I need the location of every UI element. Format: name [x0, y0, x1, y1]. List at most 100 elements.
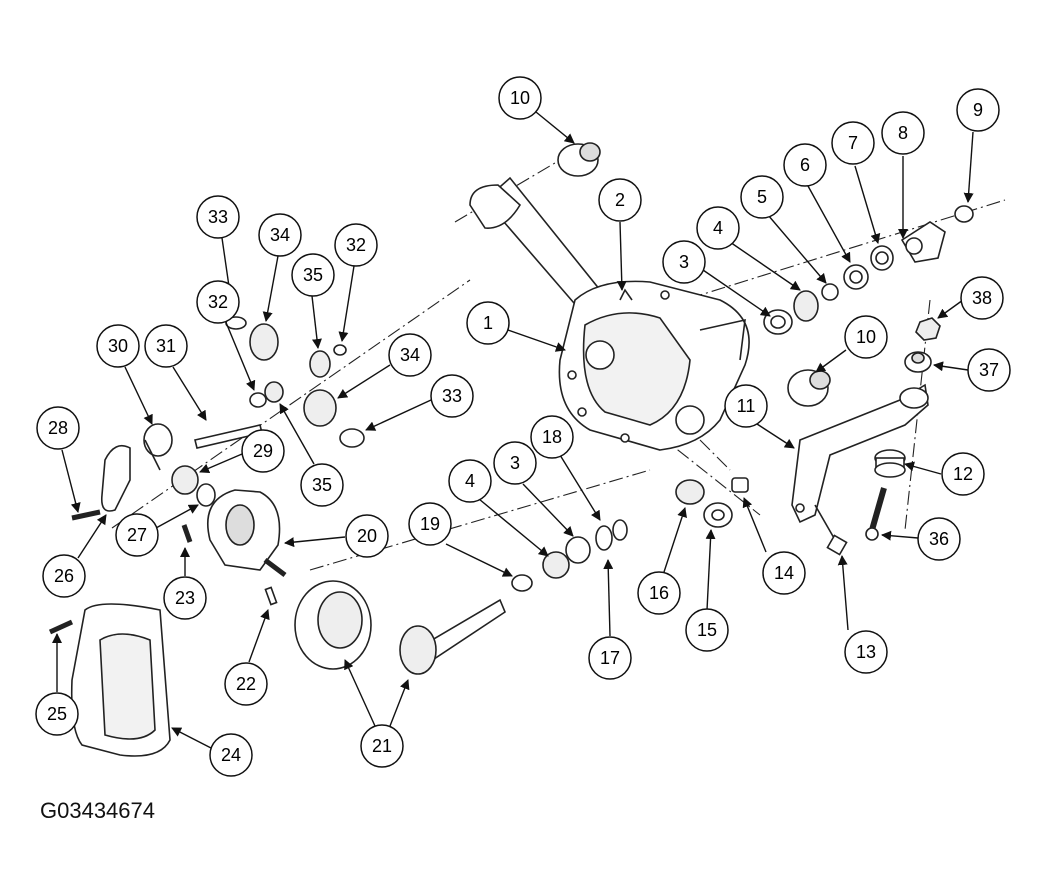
leader-lines	[52, 111, 974, 749]
svg-text:14: 14	[774, 563, 794, 583]
svg-text:9: 9	[973, 100, 983, 120]
callout-24: 24	[209, 733, 253, 777]
leader-10a	[535, 111, 575, 144]
svg-text:1: 1	[483, 313, 493, 333]
figure-code: G03434674	[40, 798, 155, 823]
leader-17	[603, 559, 614, 637]
callout-34a: 34	[258, 213, 302, 257]
svg-text:24: 24	[221, 745, 241, 765]
leader-9	[963, 131, 974, 203]
callout-31: 31	[144, 324, 188, 368]
svg-text:32: 32	[208, 292, 228, 312]
callout-17: 17	[588, 636, 632, 680]
svg-text:3: 3	[679, 252, 689, 272]
leader-32b	[338, 265, 355, 342]
callout-4b: 4	[448, 459, 492, 503]
callout-22: 22	[224, 662, 268, 706]
svg-text:13: 13	[856, 642, 876, 662]
callout-33a: 33	[196, 195, 240, 239]
leader-11	[756, 423, 795, 449]
leader-7	[854, 165, 881, 244]
nut-38	[915, 317, 941, 341]
bearing-29	[171, 465, 199, 495]
callout-8: 8	[881, 111, 925, 155]
svg-text:31: 31	[156, 336, 176, 356]
leader-31	[172, 366, 207, 421]
svg-text:35: 35	[303, 265, 323, 285]
insulator-37	[904, 351, 932, 373]
leader-18	[559, 454, 601, 521]
leader-34b	[337, 364, 391, 399]
callout-5: 5	[740, 175, 784, 219]
leader-37	[933, 361, 969, 372]
leader-14	[742, 497, 767, 553]
svg-text:34: 34	[270, 225, 290, 245]
callouts: 1 2 3 3 4 4 5 6 7 8 9 10 10 11 12 13 14 …	[35, 76, 1011, 777]
leader-36	[881, 530, 919, 541]
leader-26	[77, 514, 107, 559]
svg-text:10: 10	[510, 88, 530, 108]
svg-text:19: 19	[420, 514, 440, 534]
pinion-gear-35-upper	[309, 350, 331, 378]
leader-4a	[726, 239, 801, 291]
mount-bracket	[791, 383, 929, 524]
callout-4a: 4	[696, 206, 740, 250]
leader-22	[248, 609, 270, 663]
ring-gear	[294, 580, 372, 670]
callout-10a: 10	[498, 76, 542, 120]
side-gear-34-lower	[303, 389, 337, 427]
callout-3a: 3	[662, 240, 706, 284]
svg-text:8: 8	[898, 123, 908, 143]
leader-19	[445, 543, 513, 577]
pin-22	[264, 586, 278, 606]
drive-pinion	[399, 598, 506, 675]
leader-21a	[344, 659, 376, 727]
bushing-upper	[557, 142, 601, 177]
svg-text:33: 33	[442, 386, 462, 406]
washer-32-left	[249, 392, 267, 408]
svg-text:18: 18	[542, 427, 562, 447]
callout-23: 23	[163, 576, 207, 620]
svg-text:33: 33	[208, 207, 228, 227]
svg-text:2: 2	[615, 190, 625, 210]
svg-text:23: 23	[175, 588, 195, 608]
leader-33b	[365, 399, 432, 431]
leader-6	[807, 185, 851, 263]
svg-text:30: 30	[108, 336, 128, 356]
washer-14	[731, 477, 749, 493]
leader-15	[705, 529, 716, 611]
svg-text:15: 15	[697, 620, 717, 640]
svg-text:37: 37	[979, 360, 999, 380]
svg-text:17: 17	[600, 648, 620, 668]
pinion-bearing-stack	[763, 205, 974, 335]
leader-20	[284, 536, 346, 548]
leader-35a	[311, 295, 322, 349]
washer-32-right	[333, 344, 347, 356]
leader-3b	[522, 483, 574, 537]
callout-35a: 35	[291, 253, 335, 297]
svg-text:6: 6	[800, 155, 810, 175]
leader-24	[171, 727, 212, 749]
callout-21: 21	[360, 724, 404, 768]
callout-10b: 10	[844, 315, 888, 359]
callout-36: 36	[917, 517, 961, 561]
bushing-right	[787, 369, 831, 407]
callout-29: 29	[241, 429, 285, 473]
callout-13: 13	[844, 630, 888, 674]
svg-text:28: 28	[48, 418, 68, 438]
leader-30	[124, 366, 153, 425]
callout-12: 12	[941, 452, 985, 496]
leader-35b	[279, 403, 315, 465]
bearing-15	[703, 502, 733, 528]
isolator-12	[874, 449, 906, 478]
leader-2	[616, 221, 627, 291]
callout-6: 6	[783, 143, 827, 187]
callout-30: 30	[96, 324, 140, 368]
callout-2: 2	[598, 178, 642, 222]
callout-33b: 33	[430, 374, 474, 418]
svg-text:7: 7	[848, 133, 858, 153]
callout-26: 26	[42, 554, 86, 598]
callout-3b: 3	[493, 441, 537, 485]
bearing-cup-30	[143, 423, 173, 471]
leader-21b	[389, 679, 410, 727]
